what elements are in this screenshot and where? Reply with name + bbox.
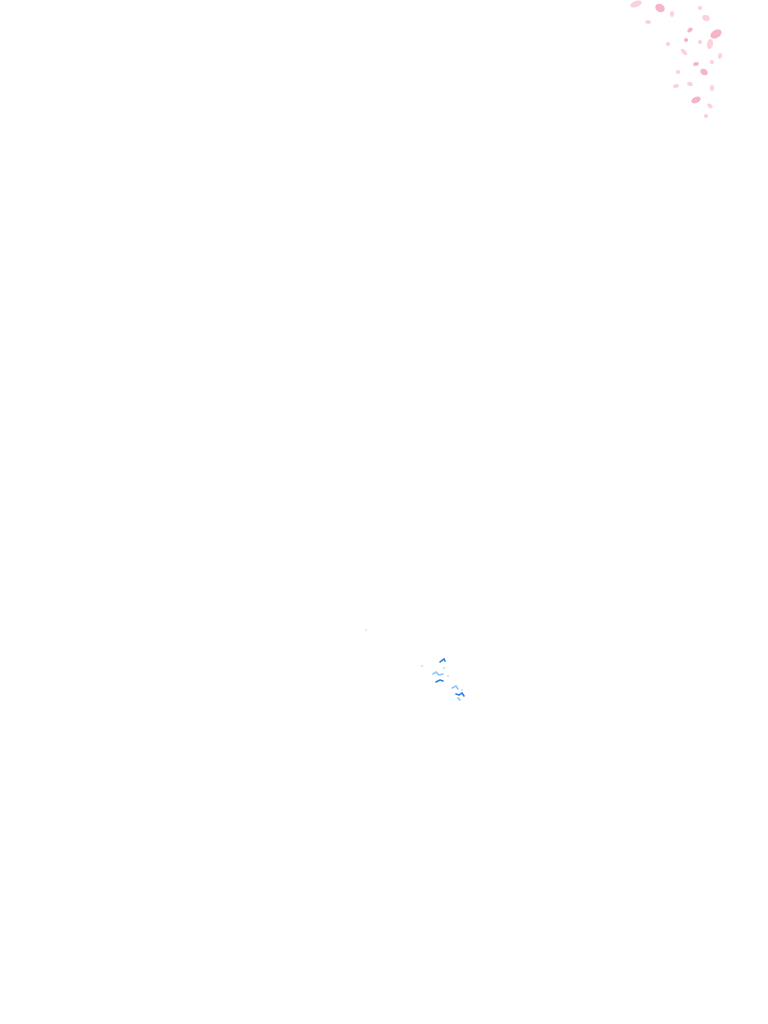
petal-mark [710, 60, 714, 64]
petal-mark [702, 14, 710, 22]
petal-mark [704, 114, 708, 118]
petal-mark [684, 38, 688, 42]
petal-mark [707, 103, 713, 109]
petal-mark [710, 29, 722, 39]
ink-mark [455, 691, 465, 697]
ink-mark [457, 697, 461, 701]
petal-mark [645, 19, 651, 25]
petal-mark [691, 96, 701, 104]
ink-dot [421, 665, 423, 667]
ink-dot [443, 667, 445, 669]
petal-mark [698, 6, 702, 10]
ink-dot [447, 675, 449, 677]
petal-mark [666, 42, 670, 46]
petal-mark [710, 85, 714, 91]
petal-mark [700, 68, 708, 76]
petal-mark [693, 61, 699, 67]
ink-dot [461, 689, 463, 691]
petal-mark [706, 39, 714, 49]
ink-dot [365, 629, 367, 631]
petal-mark [655, 3, 665, 13]
petal-mark [673, 83, 679, 89]
petal-mark [680, 48, 688, 56]
petal-mark [676, 70, 680, 74]
ink-mark [435, 679, 444, 683]
ink-mark [439, 657, 446, 663]
petal-mark [717, 53, 723, 59]
petal-mark [687, 27, 693, 33]
ink-mark [432, 670, 444, 676]
petal-mark [698, 40, 702, 44]
ink-mark [451, 684, 459, 690]
petal-mark [630, 0, 642, 8]
petal-mark [687, 81, 693, 87]
petal-mark [670, 11, 674, 17]
